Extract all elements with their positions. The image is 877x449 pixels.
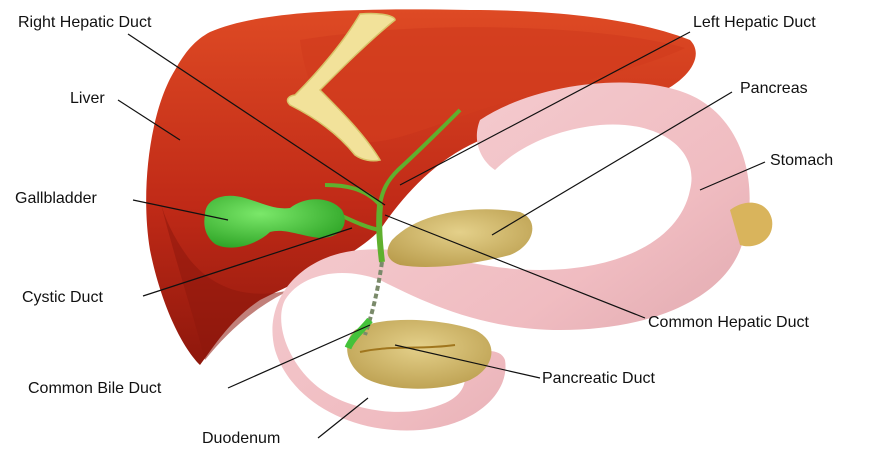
pancreas-head [347,320,491,389]
label-liver: Liver [70,90,105,108]
label-gallbladder: Gallbladder [15,190,97,208]
pancreas-body [387,209,532,267]
label-pancreatic-duct: Pancreatic Duct [542,370,655,388]
label-duodenum: Duodenum [202,430,280,448]
label-right-hepatic-duct: Right Hepatic Duct [18,14,151,32]
label-stomach: Stomach [770,152,833,170]
common-hepatic-duct-shape [379,205,382,262]
label-common-hepatic-duct: Common Hepatic Duct [648,314,809,332]
label-pancreas: Pancreas [740,80,808,98]
label-left-hepatic-duct: Left Hepatic Duct [693,14,816,32]
label-common-bile-duct: Common Bile Duct [28,380,161,398]
label-cystic-duct: Cystic Duct [22,289,103,307]
